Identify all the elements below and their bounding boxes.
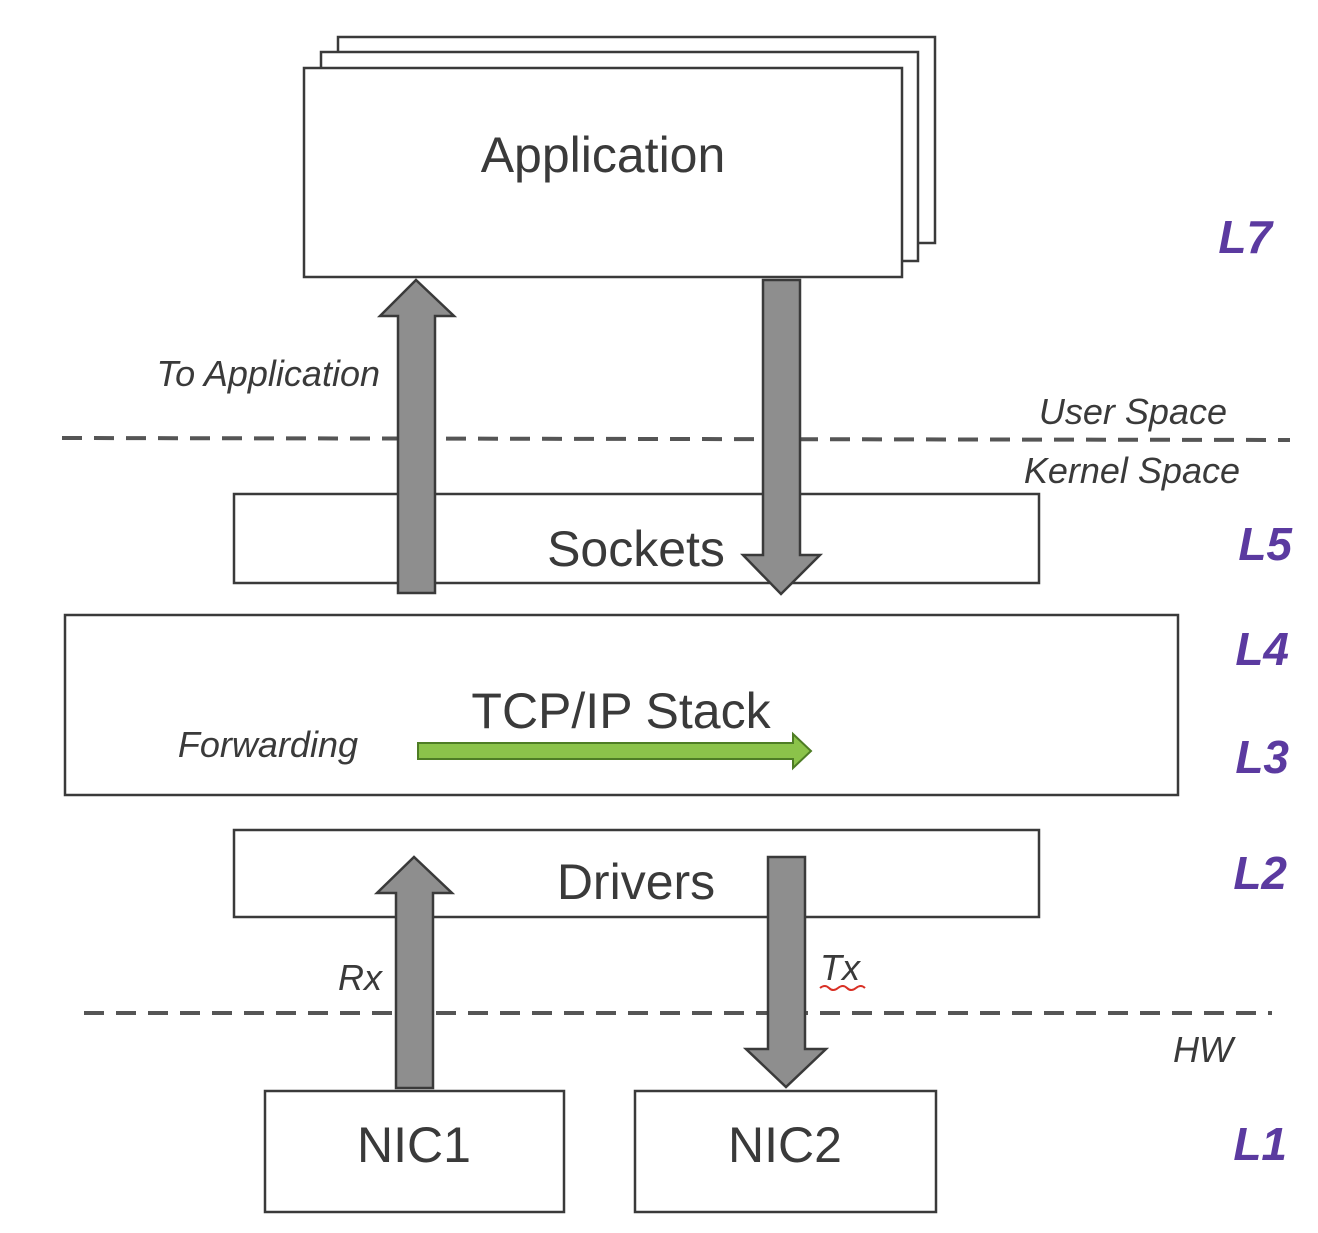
kernel-space-note: Kernel Space xyxy=(1024,450,1240,491)
layer-label-l4: L4 xyxy=(1235,623,1289,675)
tx-note: Tx xyxy=(820,947,862,988)
layer-label-l2: L2 xyxy=(1233,847,1287,899)
user-kernel-divider xyxy=(61,436,1291,442)
layer-label-l3: L3 xyxy=(1235,731,1289,783)
tcpip-stack-label: TCP/IP Stack xyxy=(471,683,771,739)
layer-label-l7: L7 xyxy=(1218,211,1274,263)
spellcheck-underline xyxy=(819,985,866,991)
nic2-label: NIC2 xyxy=(728,1117,842,1173)
hw-note: HW xyxy=(1173,1029,1236,1070)
nic2-box xyxy=(633,1089,938,1214)
application-box xyxy=(302,66,904,279)
layer-label-l5: L5 xyxy=(1238,518,1293,570)
forwarding-note: Forwarding xyxy=(178,724,358,765)
application-stack: Application xyxy=(302,35,937,279)
layer-label-l1: L1 xyxy=(1233,1118,1287,1170)
forwarding-arrow xyxy=(417,731,813,771)
sockets-label: Sockets xyxy=(547,521,725,577)
application-label: Application xyxy=(481,127,726,183)
user-space-note: User Space xyxy=(1039,391,1227,432)
tx-down-arrow xyxy=(742,855,830,1089)
to-application-up-arrow xyxy=(376,278,458,595)
rx-note: Rx xyxy=(338,957,384,998)
tcpip-stack-box xyxy=(63,613,1180,797)
from-application-down-arrow xyxy=(740,278,824,596)
drivers-box xyxy=(232,828,1041,919)
nic1-label: NIC1 xyxy=(357,1117,471,1173)
nic1-box xyxy=(263,1089,566,1214)
sockets-box xyxy=(232,492,1041,585)
rx-up-arrow xyxy=(373,855,456,1090)
to-application-note: To Application xyxy=(157,353,381,394)
drivers-label: Drivers xyxy=(557,854,715,910)
